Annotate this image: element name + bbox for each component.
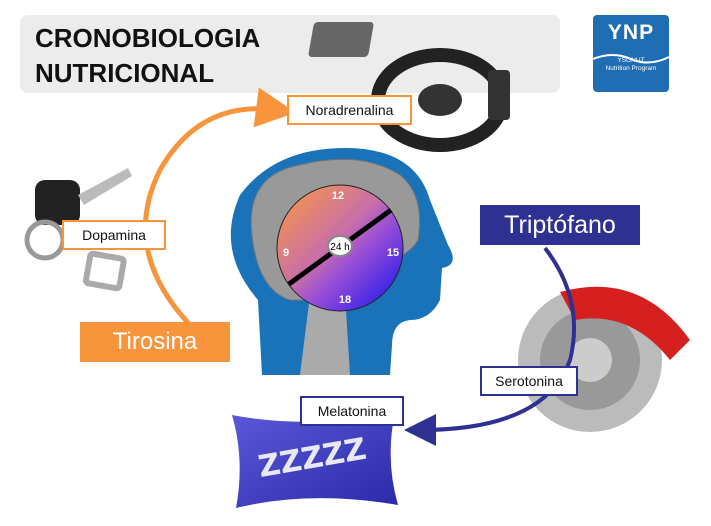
pillow-image: ZZZZZ: [232, 412, 398, 508]
label-melatonina: Melatonina: [300, 396, 404, 426]
clock-hour-9: 9: [283, 247, 289, 259]
title-line-2: NUTRICIONAL: [35, 58, 215, 88]
steering-wheel-image: [308, 22, 510, 152]
clock-center-label: 24 h: [330, 242, 349, 253]
label-dopamina: Dopamina: [62, 220, 166, 250]
logo-wave-icon: [593, 54, 669, 64]
orange-pathway-arrow: [142, 87, 296, 327]
ynp-logo: YNP YSONUT Nutrition Program: [593, 15, 669, 92]
brake-disc-image: [518, 286, 690, 432]
clock-hour-18: 18: [339, 294, 351, 306]
label-noradrenalina: Noradrenalina: [287, 95, 412, 125]
logo-line-1: YSONUT: [617, 57, 645, 64]
logo-mark: YNP: [607, 21, 655, 44]
title-line-1: CRONOBIOLOGIA: [35, 23, 261, 53]
logo-line-2: Nutrition Program: [605, 65, 657, 72]
24h-clock: 24 h 12 15 18 9: [276, 184, 404, 312]
blue-pathway-arrow: [404, 246, 577, 446]
label-serotonina: Serotonina: [480, 366, 578, 396]
clock-hour-12: 12: [332, 190, 344, 202]
label-triptofano: Triptófano: [480, 205, 640, 245]
label-tirosina: Tirosina: [80, 322, 230, 362]
clock-hour-15: 15: [387, 247, 399, 259]
